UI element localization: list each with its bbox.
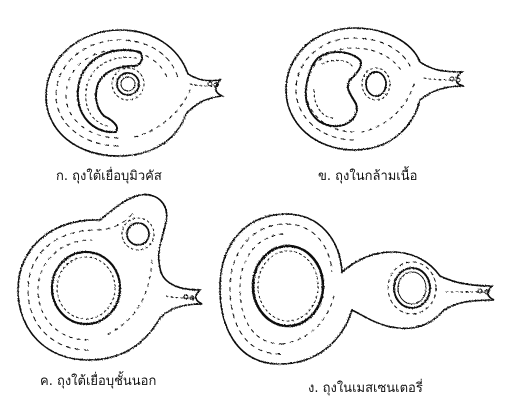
panel-d-outer-wall bbox=[220, 214, 494, 364]
panel-c-outer-wall bbox=[18, 195, 202, 360]
panel-a-lumen bbox=[78, 50, 142, 132]
panel-b-figure bbox=[286, 28, 464, 150]
panel-d-lumen bbox=[253, 246, 323, 326]
panel-c-label: ค. ถุงใต้เยื่อบุชั้นนอก bbox=[40, 371, 156, 389]
panel-d-figure bbox=[220, 214, 494, 364]
panel-d-label: ง. ถุงในเมสเซนเตอรี่ bbox=[308, 379, 423, 396]
panel-c-figure bbox=[18, 195, 202, 360]
panel-a-label: ก. ถุงใต้เยื่อบุมิวคัส bbox=[56, 167, 162, 184]
panel-b-lumen bbox=[306, 52, 361, 126]
panel-b-outer-wall bbox=[286, 28, 464, 150]
panel-b-cyst bbox=[362, 68, 390, 100]
panel-c-cyst bbox=[122, 218, 154, 250]
panel-a-cyst bbox=[112, 68, 144, 100]
panel-b-label: ข. ถุงในกล้ามเนื้อ bbox=[318, 166, 417, 184]
panel-c-lumen bbox=[52, 252, 120, 324]
panel-a-figure bbox=[46, 30, 222, 156]
panel-d-cyst bbox=[388, 262, 436, 314]
